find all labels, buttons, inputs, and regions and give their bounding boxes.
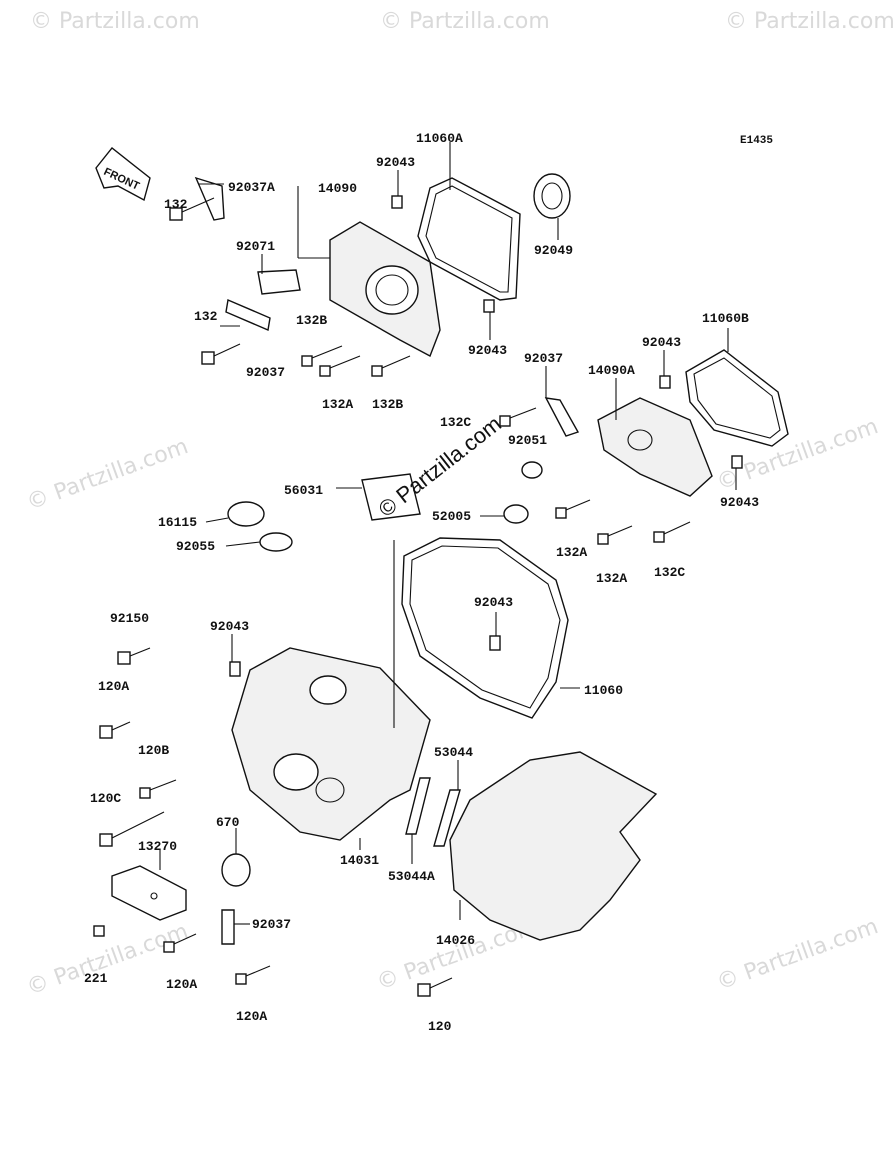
oring-92055 <box>259 532 293 552</box>
label-670: 670 <box>216 815 240 830</box>
label-132C-b: 132C <box>654 565 685 580</box>
bolt-132B-a <box>301 345 343 367</box>
leader-lines <box>159 142 737 925</box>
gasket-11060 <box>401 537 569 719</box>
dowel-92043-right-top <box>659 375 671 389</box>
label-120A-a: 120A <box>98 679 129 694</box>
label-92037A: 92037A <box>228 180 275 195</box>
part-labels: 11060A 92043 14090 92037A 132 92071 9204… <box>84 131 759 1034</box>
label-120C: 120C <box>90 791 121 806</box>
clamp-92037A <box>194 176 225 221</box>
label-132C-a: 132C <box>440 415 471 430</box>
label-132-a: 132 <box>164 197 188 212</box>
label-221: 221 <box>84 971 108 986</box>
label-13270: 13270 <box>138 839 177 854</box>
clamp-92037-right <box>544 397 580 437</box>
label-92037-b: 92037 <box>524 351 563 366</box>
label-92071: 92071 <box>236 239 275 254</box>
label-92150: 92150 <box>110 611 149 626</box>
bolt-120A-c <box>235 965 271 985</box>
label-53044: 53044 <box>434 745 473 760</box>
label-92051: 92051 <box>508 433 547 448</box>
watermark-ml: © Partzilla.com <box>24 434 192 516</box>
bolt-132-a <box>169 197 215 221</box>
oring-670 <box>221 853 251 887</box>
label-120A-c: 120A <box>236 1009 267 1024</box>
label-14090: 14090 <box>318 181 357 196</box>
dowel-92043-mid <box>483 299 495 313</box>
label-92043-e: 92043 <box>210 619 249 634</box>
oil-seal-92049 <box>533 173 571 219</box>
diagram-code: E1435 <box>740 135 773 147</box>
seal-52005 <box>503 504 529 524</box>
decal-56031 <box>361 473 421 521</box>
label-11060B: 11060B <box>702 311 749 326</box>
label-14026: 14026 <box>436 933 475 948</box>
front-arrow-icon: FRONT <box>95 147 151 202</box>
bolt-120A-b <box>163 933 197 953</box>
dowel-92043-right-bottom <box>731 455 743 469</box>
screw-221 <box>93 925 105 937</box>
bolt-132A-a <box>319 355 361 377</box>
watermark-tl: © Partzilla.com <box>30 9 200 34</box>
grommet-92071 <box>257 269 301 295</box>
label-120A-b: 120A <box>166 977 197 992</box>
bolt-132A-b <box>555 499 591 519</box>
label-16115: 16115 <box>158 515 197 530</box>
bolt-132C-b <box>653 521 691 543</box>
watermark-tr: © Partzilla.com <box>725 9 894 34</box>
plate-13270 <box>111 865 187 921</box>
bolt-132-b <box>201 343 241 365</box>
dowel-92043-gasket <box>489 635 501 651</box>
label-53044A: 53044A <box>388 869 435 884</box>
cover-14090A <box>597 397 713 497</box>
bolt-120B <box>139 779 177 799</box>
pin-53044A <box>405 777 431 835</box>
label-120: 120 <box>428 1019 452 1034</box>
bolt-120 <box>417 977 453 997</box>
label-132B-b: 132B <box>372 397 403 412</box>
label-92043-d: 92043 <box>720 495 759 510</box>
label-14090A: 14090A <box>588 363 635 378</box>
cover-14026 <box>449 751 658 941</box>
label-11060: 11060 <box>584 683 623 698</box>
label-132-b: 132 <box>194 309 218 324</box>
clamp-92037-bottom <box>221 909 235 945</box>
label-11060A: 11060A <box>416 131 463 146</box>
label-132A-c: 132A <box>596 571 627 586</box>
bolt-92150 <box>117 647 151 665</box>
label-92043-c: 92043 <box>642 335 681 350</box>
clamp-92037 <box>225 299 271 331</box>
washer-92051 <box>521 461 543 479</box>
label-92043-f: 92043 <box>474 595 513 610</box>
case-cover-14031 <box>231 647 431 841</box>
dowel-92043-case <box>229 661 241 677</box>
label-92055: 92055 <box>176 539 215 554</box>
bolt-132C-a <box>499 407 537 427</box>
pin-53044 <box>433 789 461 847</box>
label-92043-b: 92043 <box>468 343 507 358</box>
label-132A-b: 132A <box>556 545 587 560</box>
watermark-br: © Partzilla.com <box>714 914 882 996</box>
label-92049: 92049 <box>534 243 573 258</box>
label-92037-c: 92037 <box>252 917 291 932</box>
watermark-tc: © Partzilla.com <box>380 9 550 34</box>
label-92043-a: 92043 <box>376 155 415 170</box>
bolt-120C <box>99 811 165 847</box>
bolt-132B-b <box>371 355 411 377</box>
label-52005: 52005 <box>432 509 471 524</box>
bolt-120A-a <box>99 721 131 739</box>
label-120B: 120B <box>138 743 169 758</box>
cap-16115 <box>227 501 265 527</box>
label-132B-a: 132B <box>296 313 327 328</box>
label-56031: 56031 <box>284 483 323 498</box>
bolt-132A-c <box>597 525 633 545</box>
dowel-92043-top <box>391 195 403 209</box>
label-14031: 14031 <box>340 853 379 868</box>
label-132A-a: 132A <box>322 397 353 412</box>
label-92037-a: 92037 <box>246 365 285 380</box>
gasket-11060B <box>685 349 789 447</box>
